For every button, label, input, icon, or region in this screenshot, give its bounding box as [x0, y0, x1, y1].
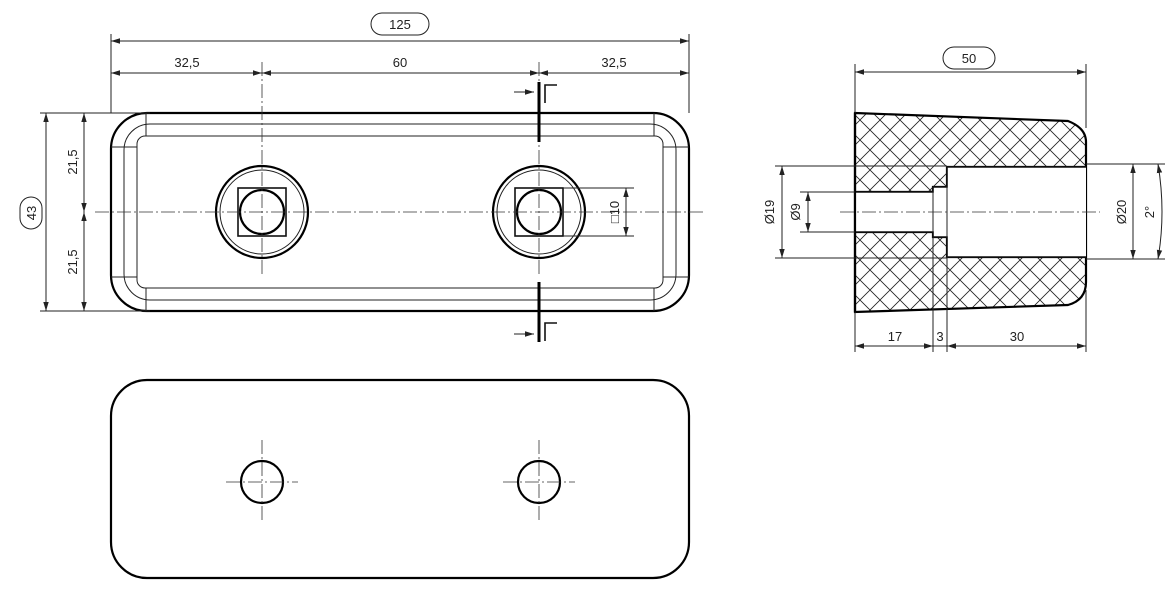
dim-overall-length: 50: [962, 51, 976, 66]
dim-overall-width: 125: [389, 17, 411, 32]
dim-half-upper: 21,5: [65, 149, 80, 174]
bottom-view: [109, 378, 691, 580]
side-section-view: 50 Ø19 Ø9 Ø20 2° 17 3 30: [762, 46, 1165, 352]
section-cut-marker: [514, 82, 557, 342]
dim-edge-right: 32,5: [601, 55, 626, 70]
dim-bore-diameter: Ø9: [788, 203, 803, 220]
dim-taper-angle: 2°: [1142, 206, 1157, 218]
dim-len-a: 17: [888, 329, 902, 344]
dim-half-lower: 21,5: [65, 249, 80, 274]
dim-hole-spacing: 60: [393, 55, 407, 70]
dim-square-hole: □10: [607, 201, 622, 223]
dim-height: 43: [24, 206, 39, 220]
dim-outer-diameter: Ø19: [762, 200, 777, 225]
dim-len-b: 3: [936, 329, 943, 344]
dim-edge-left: 32,5: [174, 55, 199, 70]
dim-counterbore-diameter: Ø20: [1114, 200, 1129, 225]
dim-len-c: 30: [1010, 329, 1024, 344]
bottom-view-outline: [109, 378, 691, 580]
top-view: 125 32,5 60 32,5 43 21,5 21,5 □10: [19, 12, 705, 342]
